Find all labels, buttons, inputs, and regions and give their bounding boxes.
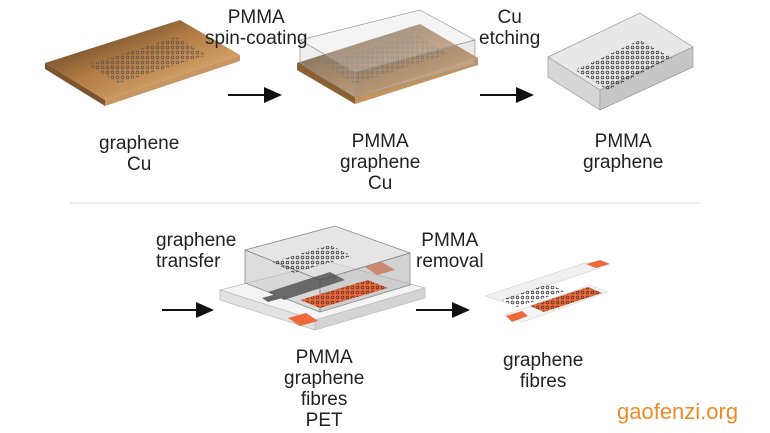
label-line: graphene [99,133,180,154]
step1-graphene-on-cu [45,20,240,106]
label-line: PET [305,410,343,431]
label-line: PMMA [351,131,409,152]
step5-label: graphene fibres [503,350,583,392]
label-line: graphene [284,368,365,389]
label-line: removal [416,251,484,272]
step4-device-stack [218,225,427,331]
label-line: fibres [300,389,348,410]
label-line: graphene [156,230,237,251]
step3-pmma-graphene [547,12,694,111]
label-line: PMMA [594,131,652,152]
arrow2-label: Cu etching [479,7,540,49]
step3-label: PMMA graphene [583,131,663,173]
label-line: PMMA [421,230,479,251]
arrow3-label: graphene transfer [156,230,236,272]
label-line: etching [479,28,541,49]
label-line: graphene [340,152,421,173]
label-line: Cu [497,7,522,28]
label-line: graphene [583,152,664,173]
label-line: PMMA [295,347,353,368]
label-line: Cu [127,154,152,175]
label-line: fibres [519,371,567,392]
step5-graphene-fibres [484,260,610,323]
step2-label: PMMA graphene Cu [340,131,420,194]
arrow1-label: PMMA spin-coating [205,7,307,49]
label-line: PMMA [227,7,285,28]
watermark: gaofenzi.org [617,399,739,424]
step2-pmma-graphene-cu [297,9,478,104]
step4-label: PMMA graphene fibres PET [284,347,364,431]
step1-label: graphene Cu [99,133,179,175]
arrow4-label: PMMA removal [416,230,484,272]
label-line: transfer [156,251,221,272]
label-line: Cu [368,173,393,194]
label-line: spin-coating [205,28,308,49]
label-line: graphene [503,350,584,371]
